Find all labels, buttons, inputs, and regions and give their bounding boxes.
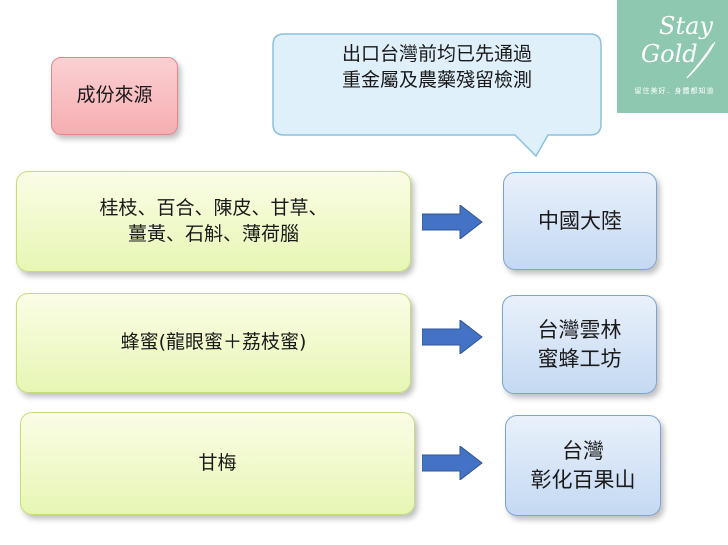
callout-line-1: 出口台灣前均已先通過 xyxy=(341,43,532,65)
source-text-row-3-line-1: 甘梅 xyxy=(198,451,237,474)
source-header-label: 成份來源 xyxy=(76,84,153,107)
origin-text-row-2-line-1: 台灣雲林 xyxy=(537,318,622,343)
source-box-row-2: 蜂蜜(龍眼蜜＋荔枝蜜) xyxy=(16,293,411,393)
origin-box-row-2: 台灣雲林 蜜蜂工坊 xyxy=(502,295,657,394)
origin-text-row-3-line-2: 彰化百果山 xyxy=(530,467,636,492)
logo-tagline: 留住美好．身體都知道 xyxy=(634,87,715,95)
source-box-row-1: 桂枝、百合、陳皮、甘草、 薑黃、石斛、薄荷腦 xyxy=(16,171,411,272)
stay-gold-logo: Stay Gold 留住美好．身體都知道 xyxy=(617,0,728,113)
source-text-row-1-line-1: 桂枝、百合、陳皮、甘草、 xyxy=(99,196,328,219)
logo-stay-text: Stay xyxy=(659,12,713,40)
arrow-right-icon xyxy=(422,446,483,480)
source-header-box: 成份來源 xyxy=(51,57,178,135)
origin-text-row-2-line-2: 蜜蜂工坊 xyxy=(537,346,622,371)
arrow-right-icon xyxy=(422,205,483,239)
source-box-row-3: 甘梅 xyxy=(20,412,415,515)
origin-text-row-1-line-1: 中國大陸 xyxy=(538,208,622,233)
origin-box-row-1: 中國大陸 xyxy=(503,172,657,270)
source-text-row-1-line-2: 薑黃、石斛、薄荷腦 xyxy=(127,222,299,245)
logo-gold-text: Gold xyxy=(641,40,698,68)
logo-feather-icon xyxy=(686,41,716,79)
callout-line-2: 重金屬及農藥殘留檢測 xyxy=(341,68,532,91)
arrow-right-icon xyxy=(422,320,483,354)
origin-text-row-3-line-1: 台灣 xyxy=(562,439,604,464)
source-text-row-2-line-1: 蜂蜜(龍眼蜜＋荔枝蜜) xyxy=(120,331,307,354)
origin-box-row-3: 台灣 彰化百果山 xyxy=(505,415,661,516)
callout-text: 出口台灣前均已先通過 重金屬及農藥殘留檢測 xyxy=(276,42,598,93)
